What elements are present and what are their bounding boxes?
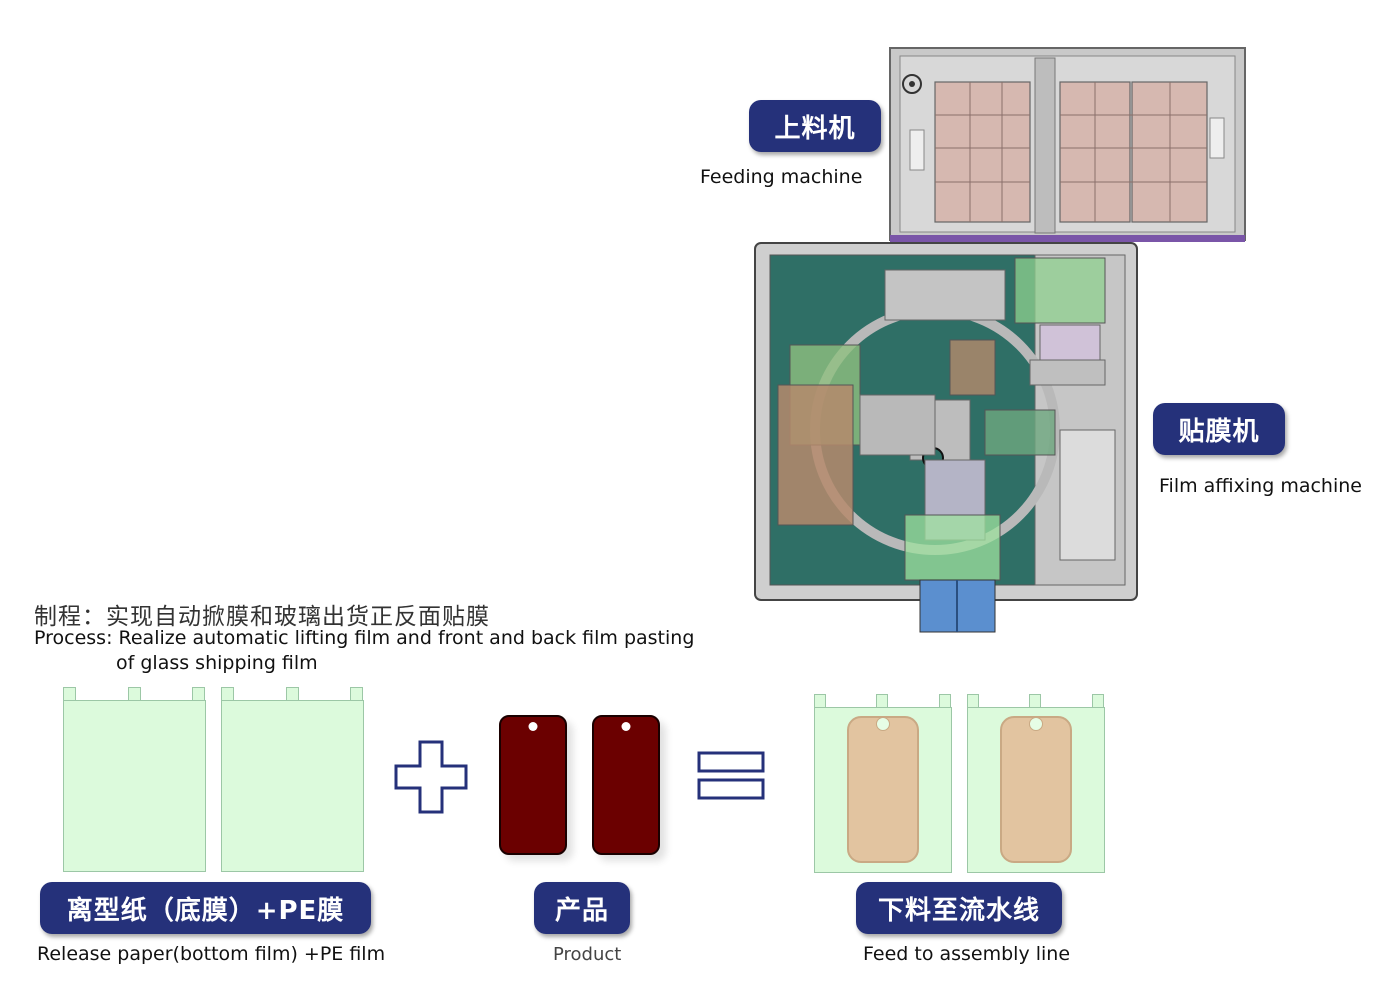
output-label-cn: 下料至流水线: [856, 882, 1062, 934]
process-description-en-line1: Process: Realize automatic lifting film …: [34, 627, 695, 649]
product-label-en: Product: [553, 944, 622, 965]
film-affixing-machine-drawing: [754, 242, 1138, 633]
plus-icon: [394, 740, 468, 814]
product-label-cn: 产品: [534, 882, 630, 934]
output-label-en: Feed to assembly line: [863, 943, 1071, 965]
release-paper-label-cn: 离型纸（底膜）+PE膜: [40, 882, 371, 934]
feeding-machine-drawing: [889, 47, 1246, 242]
feeding-machine-label-en: Feeding machine: [700, 166, 863, 188]
film-affixing-machine-label-en: Film affixing machine: [1159, 475, 1362, 497]
glass-product: [592, 715, 660, 855]
feeding-machine-label-cn: 上料机: [749, 100, 881, 152]
release-paper-label-en: Release paper(bottom film) +PE film: [37, 943, 386, 965]
equals-icon: [697, 751, 765, 800]
film-affixing-machine-label-cn: 贴膜机: [1153, 403, 1285, 455]
process-description-en-line2: of glass shipping film: [116, 652, 318, 674]
machine-drawing: [754, 47, 1246, 633]
process-description-cn: 制程：实现自动掀膜和玻璃出货正反面贴膜: [34, 604, 490, 630]
glass-product: [499, 715, 567, 855]
